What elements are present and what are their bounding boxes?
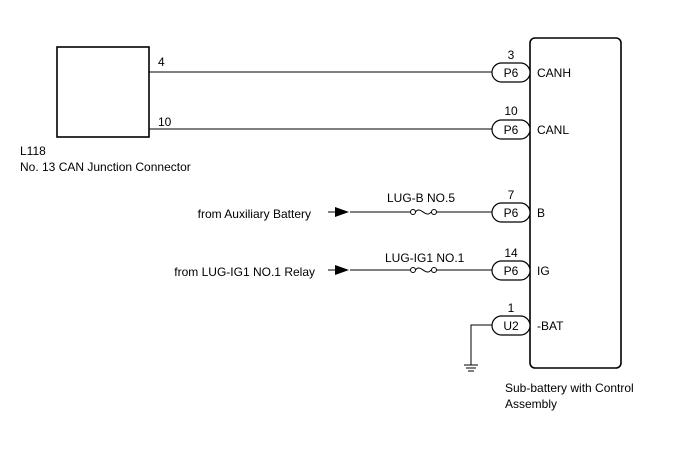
terminal-label: CANH [537, 66, 571, 80]
assembly-name-line1: Sub-battery with Control [505, 381, 634, 395]
junction-connector-name: No. 13 CAN Junction Connector [20, 160, 191, 174]
terminal-label: IG [537, 264, 550, 278]
pin-number: 10 [504, 104, 518, 118]
junction-connector-code: L118 [20, 144, 46, 158]
junction-pin-canl: 10 [158, 115, 172, 129]
fuse-lug-ig1-terminal-left [410, 267, 416, 273]
terminal-label: B [537, 206, 545, 220]
connector-pill [491, 202, 531, 223]
connector-label: P6 [504, 66, 519, 80]
connector-label: U2 [503, 319, 519, 333]
fuse-lug-b-icon [415, 209, 432, 215]
assembly-name-line2: Assembly [505, 397, 557, 411]
junction-pin-canh: 4 [158, 55, 165, 69]
terminal-label: CANL [537, 123, 569, 137]
terminal-canl: P6 10 CANL [491, 104, 569, 140]
pin-number: 7 [508, 188, 515, 202]
fuse-lug-b-terminal-right [431, 209, 437, 215]
fuse-lug-b-label: LUG-B NO.5 [387, 191, 455, 205]
fuse-lug-b-terminal-left [410, 209, 416, 215]
terminal-canh: P6 3 CANH [491, 48, 571, 83]
connector-pill [491, 315, 531, 336]
arrow-lug-ig1-relay-icon [335, 265, 349, 275]
terminal-b: P6 7 B [491, 188, 545, 223]
arrow-auxiliary-battery-icon [335, 207, 349, 217]
connector-pill [491, 62, 531, 83]
source-auxiliary-battery: from Auxiliary Battery [198, 207, 311, 221]
junction-connector-box [56, 46, 150, 138]
assembly-box [529, 37, 622, 369]
terminal-ig: P6 14 IG [491, 246, 550, 281]
source-lug-ig1-relay: from LUG-IG1 NO.1 Relay [174, 265, 315, 279]
connector-label: P6 [504, 206, 519, 220]
connector-pill [491, 119, 531, 140]
connector-pill [491, 260, 531, 281]
pin-number: 3 [508, 48, 515, 62]
ground-wire [470, 324, 492, 365]
fuse-lug-ig1-terminal-right [431, 267, 437, 273]
fuse-lug-ig1-label: LUG-IG1 NO.1 [385, 251, 465, 265]
terminal-bat: U2 1 -BAT [491, 301, 564, 336]
pin-number: 14 [504, 246, 518, 260]
terminal-label: -BAT [537, 319, 564, 333]
connector-label: P6 [504, 264, 519, 278]
fuse-lug-ig1-icon [415, 267, 432, 273]
pin-number: 1 [508, 301, 515, 315]
connector-label: P6 [504, 123, 519, 137]
